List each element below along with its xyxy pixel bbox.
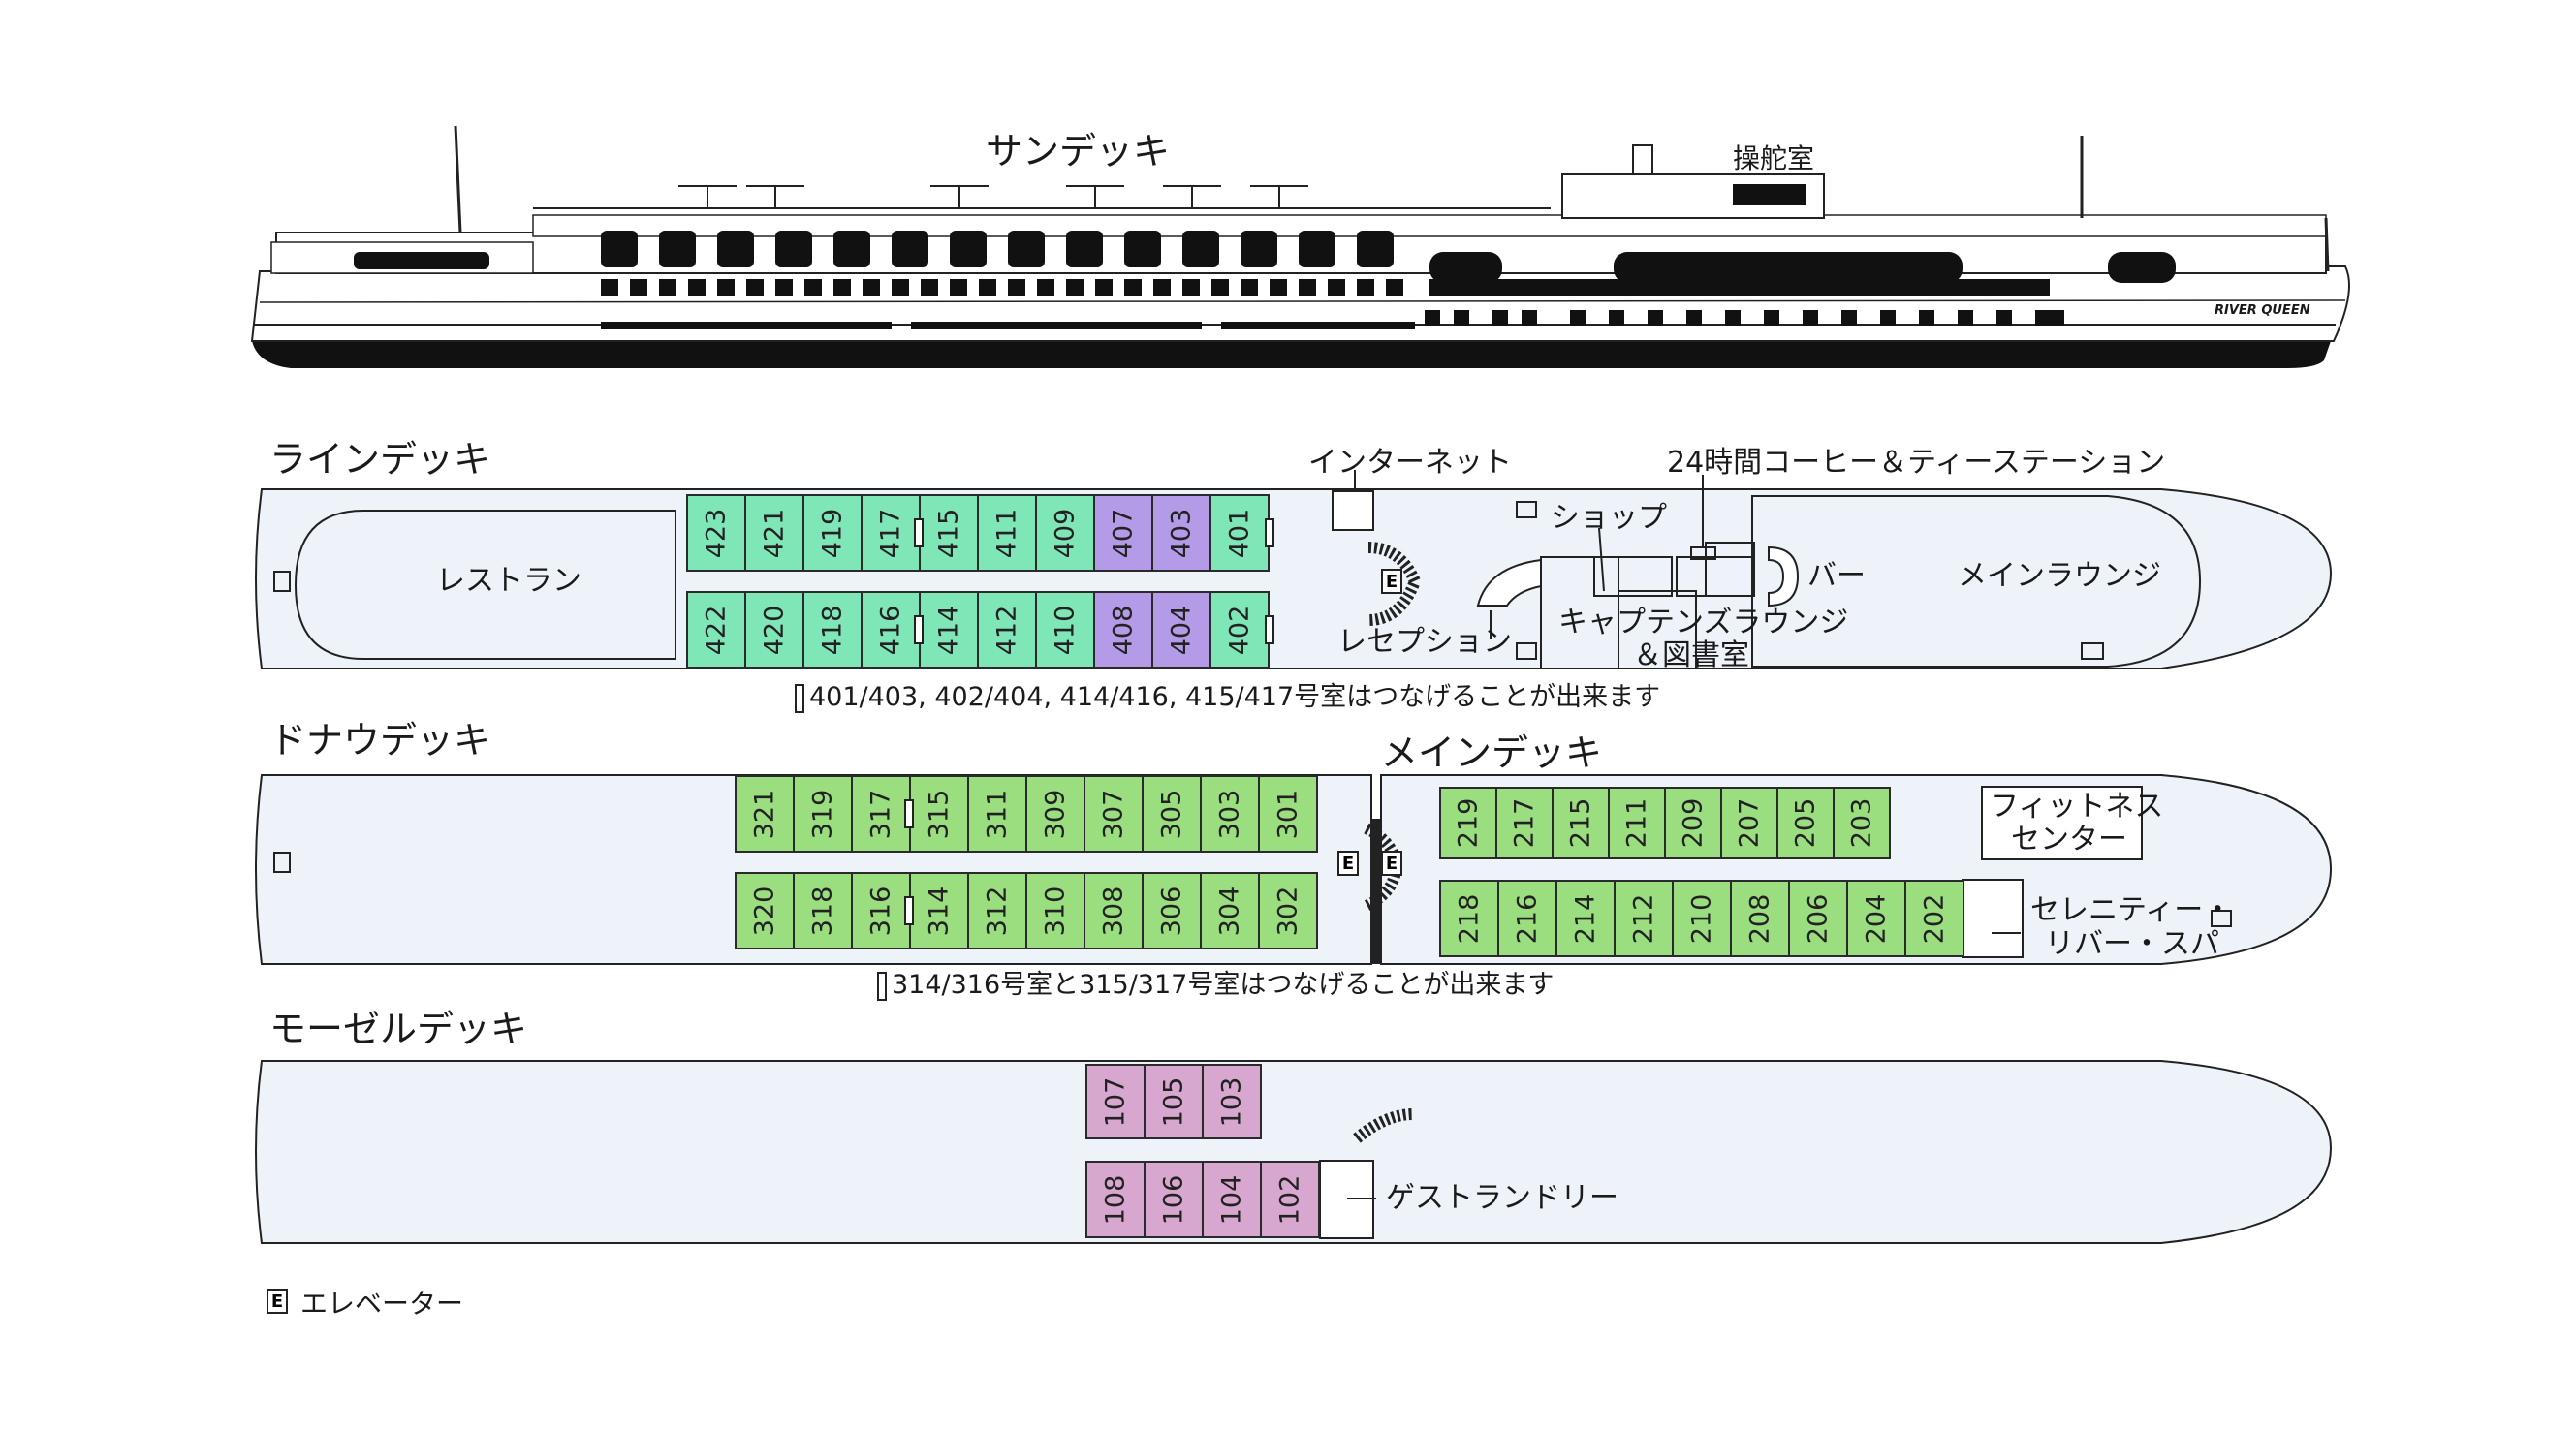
connector-402-404	[1265, 615, 1274, 644]
cabin-411[interactable]: 411	[977, 494, 1037, 572]
cabin-214[interactable]: 214	[1555, 880, 1616, 957]
sun-deck-title: サンデッキ	[986, 130, 1171, 172]
cabin-422[interactable]: 422	[686, 591, 746, 669]
laundry-label: ゲストランドリー	[1386, 1181, 1618, 1215]
spa-label-2: リバー・スパ	[2045, 927, 2219, 961]
cabin-404[interactable]: 404	[1151, 591, 1211, 669]
elevator-icon: E	[1337, 851, 1359, 876]
main-deck-title: メインデッキ	[1381, 732, 1603, 774]
elevator-legend-label: エレベーター	[300, 1288, 464, 1320]
cabin-212[interactable]: 212	[1614, 880, 1674, 957]
cabin-209[interactable]: 209	[1664, 787, 1722, 859]
cabin-205[interactable]: 205	[1776, 787, 1835, 859]
donau-deck-note: 314/316号室と315/317号室はつなげることが出来ます	[892, 970, 1555, 1000]
cabin-301[interactable]: 301	[1258, 775, 1318, 853]
cabin-416[interactable]: 416	[861, 591, 921, 669]
cabin-202[interactable]: 202	[1904, 880, 1964, 957]
cabin-105[interactable]: 105	[1144, 1064, 1204, 1139]
spa-label-1: セレニティー・	[2030, 893, 2233, 927]
internet-label: インターネット	[1308, 446, 1512, 480]
cabin-106[interactable]: 106	[1144, 1161, 1204, 1238]
cabin-419[interactable]: 419	[802, 494, 863, 572]
restaurant-label: レストラン	[436, 564, 581, 598]
library-label: ＆図書室	[1633, 638, 1749, 672]
cabin-410[interactable]: 410	[1035, 591, 1095, 669]
cabin-415[interactable]: 415	[919, 494, 979, 572]
ship-name-label: RIVER QUEEN	[2215, 303, 2310, 318]
cabin-417[interactable]: 417	[861, 494, 921, 572]
cabin-108[interactable]: 108	[1085, 1161, 1146, 1238]
cabin-409[interactable]: 409	[1035, 494, 1095, 572]
line-deck-title: ラインデッキ	[269, 438, 491, 481]
cabin-418[interactable]: 418	[802, 591, 863, 669]
cabin-308[interactable]: 308	[1084, 872, 1144, 949]
donau-deck-title: ドナウデッキ	[269, 719, 491, 762]
cabin-203[interactable]: 203	[1833, 787, 1891, 859]
cabin-103[interactable]: 103	[1202, 1064, 1262, 1139]
connector-414-416	[914, 615, 924, 644]
cabin-420[interactable]: 420	[744, 591, 804, 669]
cabin-number: 108	[1100, 1174, 1131, 1225]
line-deck-note: 401/403, 402/404, 414/416, 415/417号室はつなげ…	[809, 682, 1661, 712]
bar-label: バー	[1807, 559, 1866, 593]
shop-label: ショップ	[1551, 501, 1667, 535]
cabin-403[interactable]: 403	[1151, 494, 1211, 572]
cabin-305[interactable]: 305	[1142, 775, 1202, 853]
connector-icon	[795, 684, 804, 713]
cabin-306[interactable]: 306	[1142, 872, 1202, 949]
wheelhouse-label: 操舵室	[1733, 142, 1815, 174]
connector-icon	[877, 972, 887, 1001]
captains-lounge-label: キャプテンズラウンジ	[1558, 606, 1849, 639]
coffee-station-label: 24時間コーヒー＆ティーステーション	[1667, 446, 2166, 480]
connector-314-316	[904, 896, 914, 925]
cabin-407[interactable]: 407	[1093, 494, 1153, 572]
elevator-legend-icon: E	[267, 1289, 288, 1314]
cabin-319[interactable]: 319	[793, 775, 853, 853]
cabin-number: 107	[1100, 1076, 1131, 1127]
cabin-104[interactable]: 104	[1202, 1161, 1262, 1238]
elevator-icon: E	[1381, 569, 1402, 594]
cabin-number: 105	[1158, 1076, 1189, 1127]
fitness-label-2: センター	[2011, 823, 2127, 856]
cabin-302[interactable]: 302	[1258, 872, 1318, 949]
reception-label: レセプション	[1337, 625, 1512, 659]
mosel-deck-title: モーゼルデッキ	[269, 1008, 528, 1050]
cabin-number: 104	[1216, 1174, 1247, 1225]
main-lounge-label: メインラウンジ	[1958, 559, 2161, 593]
cabin-206[interactable]: 206	[1788, 880, 1848, 957]
cabin-412[interactable]: 412	[977, 591, 1037, 669]
connector-315-317	[904, 799, 914, 828]
connector-415-417	[914, 518, 924, 547]
elevator-icon: E	[1381, 851, 1402, 876]
cabin-102[interactable]: 102	[1260, 1161, 1320, 1238]
cabin-number: 102	[1274, 1174, 1305, 1225]
cabin-423[interactable]: 423	[686, 494, 746, 572]
cabin-217[interactable]: 217	[1495, 787, 1554, 859]
cabin-number: 106	[1158, 1174, 1189, 1225]
fitness-label-1: フィットネス	[1990, 790, 2164, 824]
cabin-304[interactable]: 304	[1200, 872, 1260, 949]
cabin-107[interactable]: 107	[1085, 1064, 1146, 1139]
cabin-316[interactable]: 316	[851, 872, 911, 949]
cabin-314[interactable]: 314	[909, 872, 969, 949]
cabin-number: 103	[1216, 1076, 1247, 1127]
cabin-216[interactable]: 216	[1497, 880, 1557, 957]
connector-401-403	[1265, 518, 1274, 547]
